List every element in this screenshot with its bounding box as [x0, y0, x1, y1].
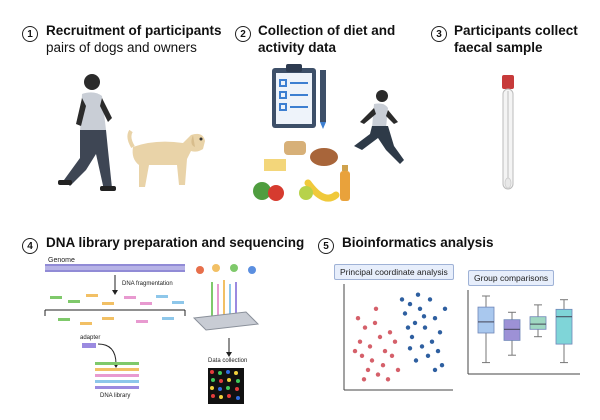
scatter-point-1-9	[419, 344, 425, 349]
step-3-title-line2: faecal sample	[454, 40, 543, 55]
scatter-point-1-7	[409, 334, 415, 340]
step-number-4: 4	[22, 238, 38, 254]
scatter-point-1-3	[417, 306, 423, 311]
group-comparison-boxplot	[467, 290, 580, 375]
scatter-point-0-11	[380, 363, 386, 368]
data-collection-arrow	[226, 338, 232, 357]
scatter-point-1-18	[413, 358, 419, 363]
scatter-point-1-5	[427, 297, 433, 302]
scatter-point-1-8	[437, 330, 443, 335]
runner-illustration	[354, 90, 404, 164]
adapter-icon	[82, 343, 96, 348]
sequencing-image	[208, 368, 244, 404]
scatter-point-1-13	[442, 306, 448, 311]
dna-library-icon	[95, 362, 139, 389]
sample-tube-icon	[502, 75, 514, 190]
pcoa-label: Principal coordinate analysis	[334, 264, 454, 280]
pcoa-scatter-plot	[343, 284, 453, 391]
scatter-point-1-1	[407, 301, 413, 307]
step-3-title-line1: Participants collect	[454, 23, 578, 38]
genome-strand	[45, 264, 185, 272]
scatter-point-0-12	[355, 316, 361, 321]
adapter-label: adapter	[80, 335, 101, 341]
dog-illustration	[127, 129, 205, 187]
box-3	[555, 308, 573, 345]
step-5-title: Bioinformatics analysis	[342, 235, 494, 250]
scatter-point-0-19	[352, 348, 358, 354]
fragmentation-arrow	[112, 275, 118, 295]
scatter-point-1-17	[439, 363, 445, 368]
scatter-point-0-13	[389, 353, 395, 358]
scatter-point-0-8	[365, 367, 371, 373]
dna-fragments	[44, 294, 186, 325]
scatter-point-1-12	[415, 292, 421, 297]
group-comparison-label: Group comparisons	[468, 270, 555, 286]
step-number-5: 5	[318, 238, 334, 254]
fragmentation-label: DNA fragmentation	[122, 281, 173, 287]
scatter-point-0-4	[372, 320, 378, 326]
scatter-point-0-17	[361, 377, 367, 382]
box-1	[503, 319, 521, 341]
box-2	[529, 316, 547, 330]
step-2-title-line1: Collection of diet and	[258, 23, 396, 38]
scatter-point-0-2	[367, 344, 373, 349]
scatter-point-1-14	[425, 353, 431, 358]
data-collection-label: Data collection	[208, 358, 248, 364]
scatter-point-0-15	[385, 377, 391, 382]
scatter-point-0-7	[382, 348, 388, 354]
scatter-point-0-1	[362, 325, 368, 330]
clipboard-checklist-icon	[272, 64, 326, 129]
step-number-2: 2	[235, 26, 251, 42]
genome-label: Genome	[48, 257, 75, 264]
step-1-title: Recruitment of participants	[46, 23, 222, 38]
scatter-point-0-0	[357, 339, 363, 344]
step-1-subtitle: pairs of dogs and owners	[46, 40, 197, 55]
step-4-title: DNA library preparation and sequencing	[46, 235, 305, 250]
scatter-point-1-20	[421, 314, 427, 319]
step-2-title-line2: activity data	[258, 40, 337, 55]
step-number-1: 1	[22, 26, 38, 42]
scatter-point-1-21	[407, 346, 413, 351]
scatter-point-1-10	[405, 325, 411, 330]
box-0	[477, 306, 495, 334]
scatter-point-1-2	[412, 320, 418, 326]
scatter-point-0-6	[369, 358, 375, 363]
owner-illustration	[58, 74, 116, 191]
scatter-point-1-15	[435, 348, 441, 354]
scatter-point-1-0	[402, 311, 408, 316]
scatter-point-0-3	[359, 353, 365, 358]
scatter-point-1-11	[429, 339, 435, 344]
scatter-point-0-9	[375, 372, 381, 377]
step-number-3: 3	[431, 26, 447, 42]
scatter-point-0-16	[392, 339, 398, 344]
scatter-point-0-18	[395, 367, 401, 373]
food-illustration	[253, 141, 350, 202]
dna-library-label: DNA library	[100, 393, 131, 399]
scatter-point-1-6	[432, 316, 438, 321]
scatter-point-0-14	[373, 306, 379, 311]
scatter-point-0-5	[377, 334, 383, 340]
scatter-point-0-10	[387, 330, 393, 335]
sequencing-flowcell-icon	[192, 264, 260, 331]
scatter-point-1-4	[422, 325, 428, 330]
scatter-point-1-16	[399, 297, 405, 302]
scatter-point-1-19	[432, 367, 438, 373]
